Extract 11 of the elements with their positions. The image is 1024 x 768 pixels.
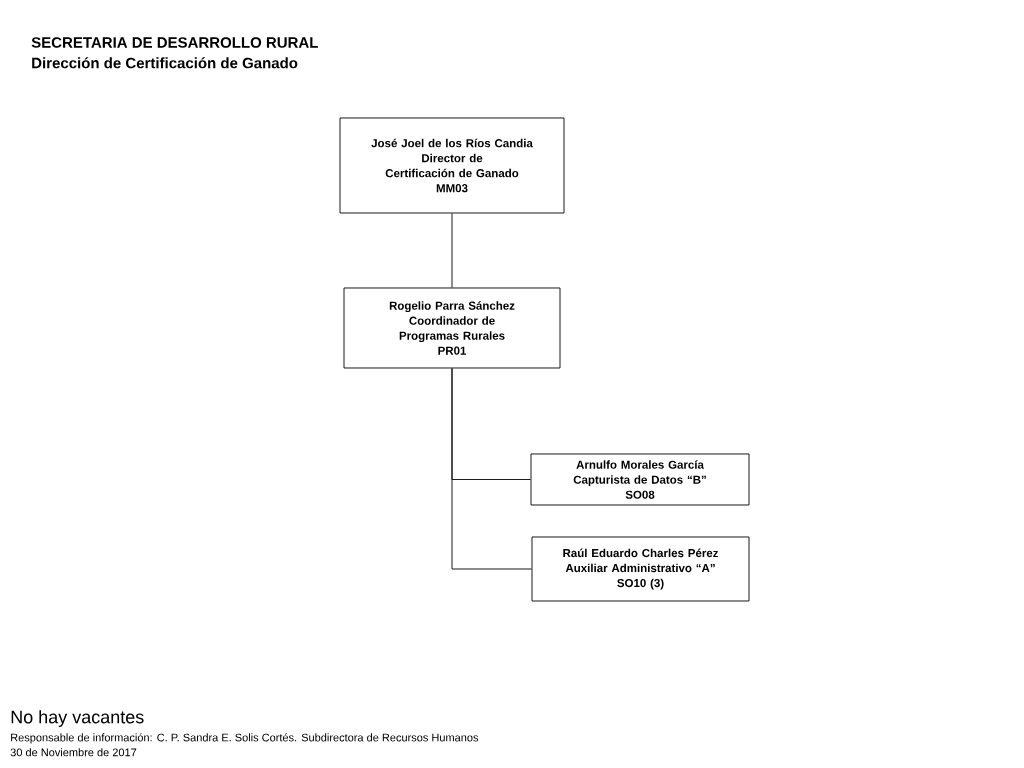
footnote: Responsable de información: C. P. Sandra E. Solis Cortés. Subdirectora de Recursos Humanos: [11, 733, 479, 744]
subheading: Dirección de Certificación de Ganado: [32, 57, 298, 69]
position-box: Raúl Eduardo Charles Pérez Auxiliar Administrativo “A” SO10 (3): [531, 536, 750, 602]
position-box: José Joel de los Ríos Candia Director de Certificación de Ganado MM03: [339, 117, 565, 214]
position-box: Rogelio Parra Sánchez Coordinador de Programas Rurales PR01: [343, 287, 561, 369]
heading: SECRETARIA DE DESARROLLO RURAL: [31, 37, 318, 48]
connector-line: [451, 213, 453, 288]
position-box: Arnulfo Morales García Capturista de Datos “B” SO08: [530, 453, 750, 506]
connector-line: [451, 368, 532, 570]
date-text: 30 de Noviembre de 2017: [10, 748, 137, 757]
note: No hay vacantes: [11, 710, 144, 727]
